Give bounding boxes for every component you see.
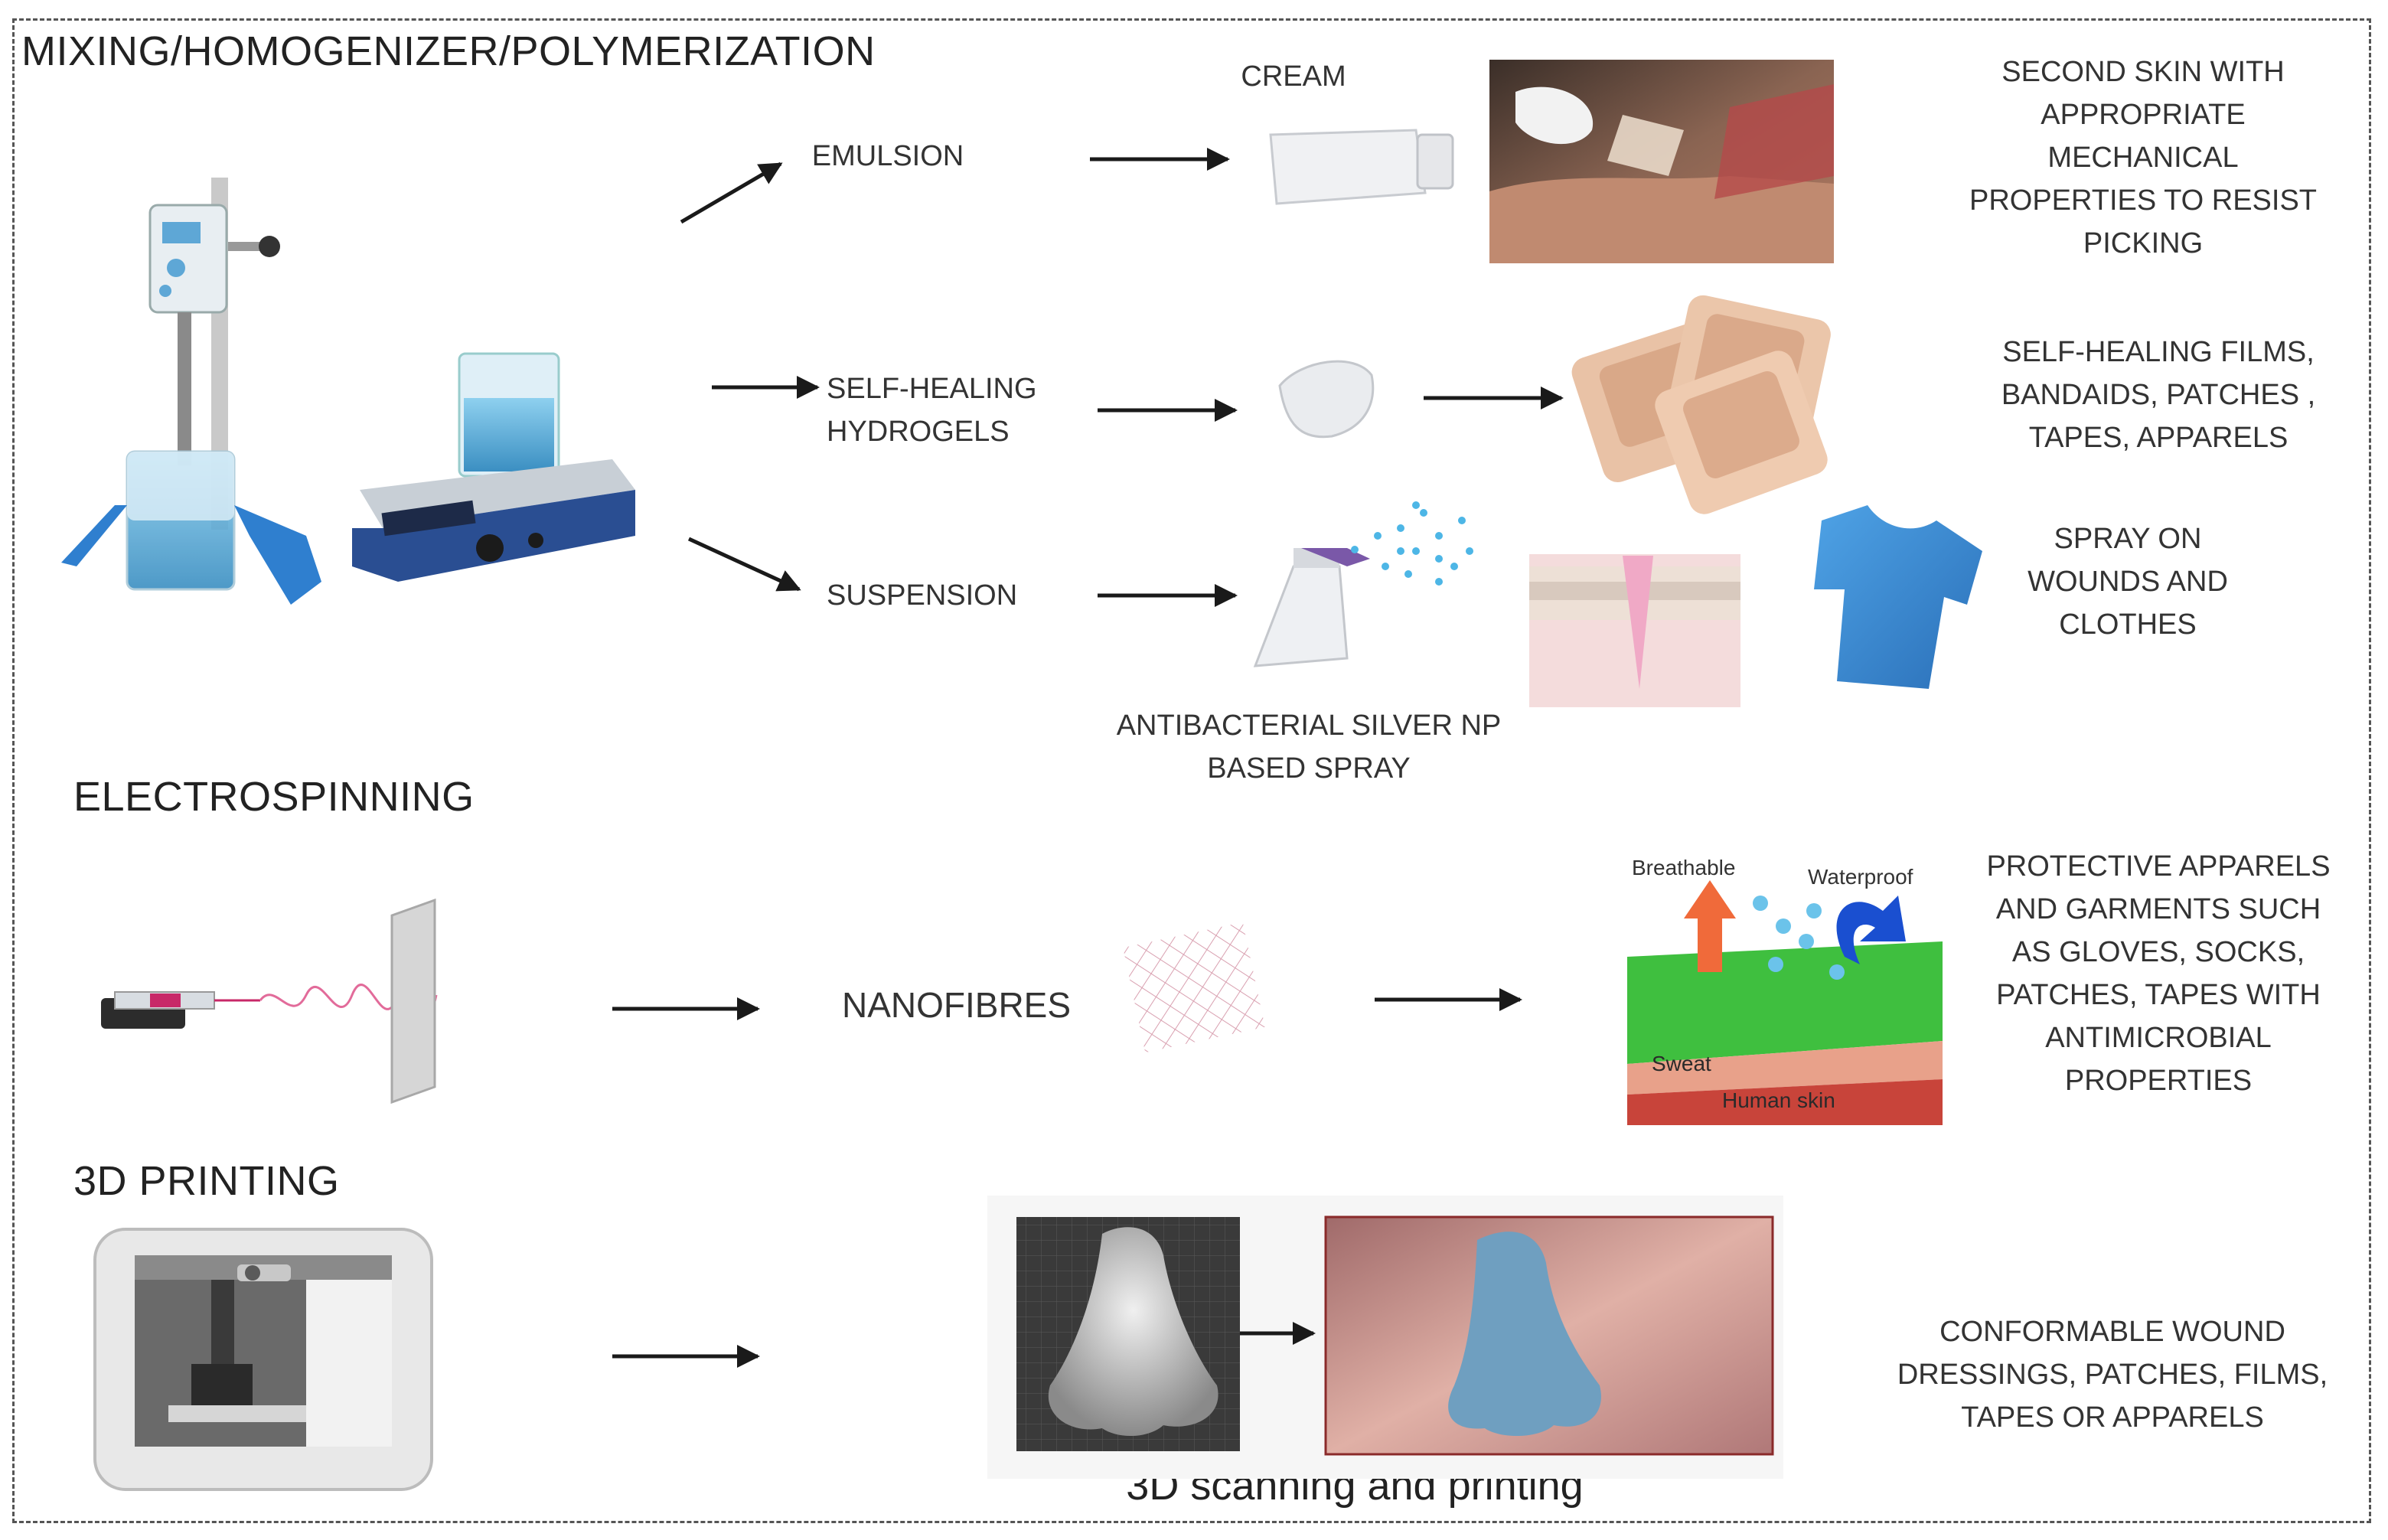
spray-caption: ANTIBACTERIAL SILVER NP BASED SPRAY <box>1116 710 1502 785</box>
cream-label: CREAM <box>1241 60 1346 93</box>
nose-scan-image <box>1016 1217 1240 1451</box>
electrospinning-setup-icon <box>101 898 438 1104</box>
spray-bottle-icon <box>1253 548 1370 667</box>
mixing-heading: MIXING/HOMOGENIZER/POLYMERIZATION <box>21 28 876 74</box>
waterproof-label: Waterproof <box>1808 865 1913 889</box>
printing3d-heading: 3D PRINTING <box>73 1158 340 1204</box>
electrospinning-heading: ELECTROSPINNING <box>73 774 475 820</box>
hydrogel-icon <box>1278 360 1375 439</box>
hydrogels-label: SELF-HEALING HYDROGELS <box>827 373 1037 448</box>
emulsion-label: EMULSION <box>811 140 964 172</box>
cream-tube-icon <box>1269 129 1454 205</box>
skin-patch-photo <box>1489 60 1834 263</box>
dashed-border <box>12 18 2371 1523</box>
overhead-stirrer-icon <box>61 178 321 605</box>
nanofibres-label: NANOFIBRES <box>842 985 1072 1025</box>
hotplate-stirrer-icon <box>352 352 635 582</box>
skin-section-icon <box>1529 554 1740 707</box>
nanofibre-mesh-icon <box>1123 922 1265 1053</box>
nanoparticle-dots-icon <box>1351 501 1473 586</box>
nose-print-photo <box>1324 1215 1774 1456</box>
sweat-label: Sweat <box>1652 1052 1711 1075</box>
outcome-spray-on: SPRAY ON WOUNDS AND CLOTHES <box>2028 523 2228 641</box>
arrow-to-emulsion <box>680 162 783 224</box>
suspension-label: SUSPENSION <box>827 579 1018 612</box>
outcome-protective: PROTECTIVE APPARELS AND GARMENTS SUCH AS… <box>1986 850 2331 1097</box>
3d-printer-icon <box>93 1228 433 1491</box>
breathable-membrane-icon <box>1627 880 1943 1125</box>
arrow-to-suspension <box>687 537 801 592</box>
bandage-patches-icon <box>1571 295 1831 514</box>
outcome-conformable: CONFORMABLE WOUND DRESSINGS, PATCHES, FI… <box>1897 1316 2328 1434</box>
breathable-label: Breathable <box>1632 856 1736 879</box>
human-skin-label: Human skin <box>1722 1088 1835 1112</box>
outcome-second-skin: SECOND SKIN WITH APPROPRIATE MECHANICAL … <box>1969 56 2317 259</box>
tshirt-icon <box>1814 505 1982 689</box>
outcome-self-healing: SELF-HEALING FILMS, BANDAIDS, PATCHES , … <box>2001 336 2316 454</box>
